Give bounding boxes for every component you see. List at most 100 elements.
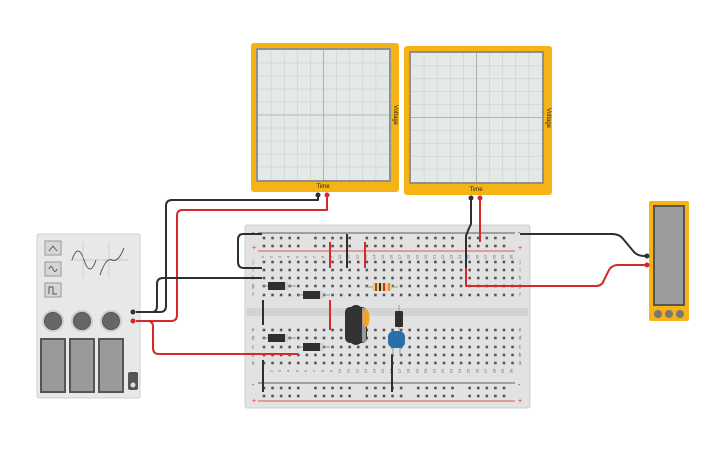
breadboard-hole[interactable]	[459, 353, 463, 357]
breadboard-hole[interactable]	[356, 353, 360, 357]
breadboard-hole[interactable]	[416, 361, 420, 365]
breadboard-hole[interactable]	[288, 276, 292, 280]
breadboard-hole[interactable]	[399, 276, 403, 280]
rail-hole[interactable]	[502, 386, 506, 390]
breadboard-hole[interactable]	[305, 284, 309, 288]
breadboard-hole[interactable]	[314, 353, 317, 357]
breadboard-hole[interactable]	[468, 361, 471, 365]
breadboard-hole[interactable]	[425, 328, 429, 332]
breadboard-hole[interactable]	[382, 260, 386, 264]
rail-hole[interactable]	[348, 386, 351, 390]
breadboard-holes[interactable]	[262, 236, 514, 398]
breadboard-hole[interactable]	[416, 293, 420, 297]
breadboard-hole[interactable]	[262, 268, 266, 272]
breadboard-hole[interactable]	[391, 268, 394, 272]
breadboard-hole[interactable]	[331, 353, 334, 357]
function-generator[interactable]	[36, 233, 141, 399]
breadboard-hole[interactable]	[511, 353, 514, 357]
breadboard-hole[interactable]	[459, 293, 463, 297]
knob-3[interactable]	[100, 310, 122, 332]
breadboard-hole[interactable]	[296, 284, 300, 288]
breadboard-hole[interactable]	[391, 284, 394, 288]
breadboard-hole[interactable]	[399, 361, 403, 365]
breadboard-hole[interactable]	[511, 328, 514, 332]
breadboard-hole[interactable]	[279, 293, 283, 297]
breadboard-hole[interactable]	[348, 361, 351, 365]
breadboard-hole[interactable]	[425, 336, 429, 340]
rail-hole[interactable]	[279, 386, 283, 390]
breadboard-hole[interactable]	[494, 336, 497, 340]
rail-hole[interactable]	[434, 244, 437, 248]
breadboard-hole[interactable]	[322, 276, 326, 280]
rail-hole[interactable]	[399, 386, 403, 390]
breadboard-hole[interactable]	[408, 345, 411, 349]
breadboard-hole[interactable]	[476, 328, 480, 332]
breadboard-hole[interactable]	[288, 268, 292, 272]
rail-hole[interactable]	[468, 244, 471, 248]
breadboard-hole[interactable]	[348, 284, 351, 288]
breadboard-hole[interactable]	[271, 345, 274, 349]
breadboard-hole[interactable]	[288, 260, 292, 264]
breadboard-hole[interactable]	[425, 353, 429, 357]
wire-scope1-negative-to-generator[interactable]	[136, 195, 319, 313]
breadboard-hole[interactable]	[511, 361, 514, 365]
rail-hole[interactable]	[271, 244, 274, 248]
rail-hole[interactable]	[391, 236, 394, 240]
rail-hole[interactable]	[331, 394, 334, 398]
rail-hole[interactable]	[322, 386, 326, 390]
breadboard-hole[interactable]	[442, 260, 446, 264]
rail-hole[interactable]	[468, 236, 471, 240]
rail-hole[interactable]	[494, 386, 497, 390]
breadboard-hole[interactable]	[382, 361, 386, 365]
breadboard-hole[interactable]	[305, 268, 309, 272]
breadboard-hole[interactable]	[442, 328, 446, 332]
breadboard-hole[interactable]	[494, 361, 497, 365]
breadboard-hole[interactable]	[271, 293, 274, 297]
breadboard-hole[interactable]	[399, 293, 403, 297]
breadboard-hole[interactable]	[288, 361, 292, 365]
breadboard-hole[interactable]	[468, 268, 471, 272]
rail-hole[interactable]	[262, 236, 266, 240]
rail-hole[interactable]	[382, 386, 386, 390]
breadboard-hole[interactable]	[356, 284, 360, 288]
breadboard-hole[interactable]	[339, 260, 343, 264]
breadboard-hole[interactable]	[271, 268, 274, 272]
breadboard-hole[interactable]	[279, 328, 283, 332]
breadboard-hole[interactable]	[408, 276, 411, 280]
breadboard-hole[interactable]	[442, 336, 446, 340]
breadboard-hole[interactable]	[339, 336, 343, 340]
breadboard-hole[interactable]	[494, 328, 497, 332]
rail-hole[interactable]	[399, 394, 403, 398]
breadboard-hole[interactable]	[434, 268, 437, 272]
rail-hole[interactable]	[485, 394, 489, 398]
rail-hole[interactable]	[331, 386, 334, 390]
function-generator-terminal-positive[interactable]	[130, 318, 136, 324]
rail-hole[interactable]	[476, 394, 480, 398]
breadboard-hole[interactable]	[279, 345, 283, 349]
breadboard-hole[interactable]	[494, 353, 497, 357]
rail-hole[interactable]	[288, 394, 292, 398]
rail-hole[interactable]	[296, 236, 300, 240]
rail-hole[interactable]	[271, 386, 274, 390]
breadboard-hole[interactable]	[305, 260, 309, 264]
rail-hole[interactable]	[416, 394, 420, 398]
breadboard-hole[interactable]	[305, 276, 309, 280]
breadboard-hole[interactable]	[356, 293, 360, 297]
breadboard-hole[interactable]	[494, 276, 497, 280]
breadboard-hole[interactable]	[459, 284, 463, 288]
rail-hole[interactable]	[288, 386, 292, 390]
breadboard-hole[interactable]	[485, 336, 489, 340]
breadboard-hole[interactable]	[459, 361, 463, 365]
breadboard-hole[interactable]	[279, 268, 283, 272]
oscilloscope-1[interactable]: Time Voltage	[251, 43, 399, 198]
breadboard-hole[interactable]	[425, 345, 429, 349]
breadboard-hole[interactable]	[331, 268, 334, 272]
breadboard-hole[interactable]	[262, 260, 266, 264]
breadboard-hole[interactable]	[331, 336, 334, 340]
breadboard-hole[interactable]	[271, 276, 274, 280]
breadboard-hole[interactable]	[511, 268, 514, 272]
breadboard-hole[interactable]	[279, 260, 283, 264]
rail-hole[interactable]	[296, 244, 300, 248]
breadboard-hole[interactable]	[339, 361, 343, 365]
breadboard-hole[interactable]	[442, 268, 446, 272]
